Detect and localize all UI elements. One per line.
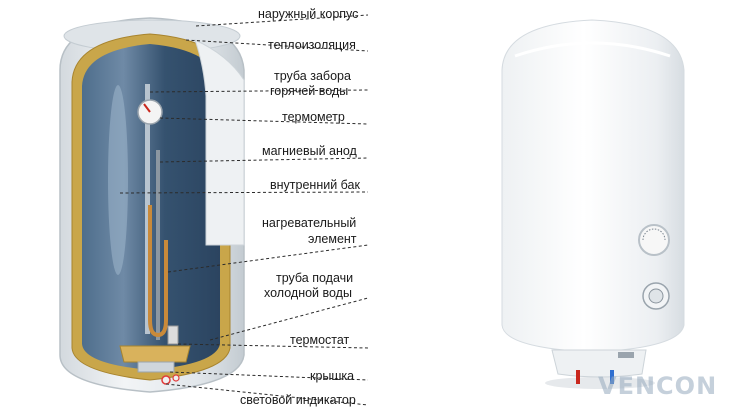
label-thermometer: термометр: [282, 110, 345, 125]
label-cold-pipe-line1: труба подачи: [276, 271, 353, 286]
watermark-logo: VENCON: [598, 372, 717, 400]
label-heater-line1: нагревательный: [262, 216, 356, 231]
label-heater-line2: элемент: [308, 232, 357, 247]
label-insulation: теплоизоляция: [268, 38, 356, 53]
cutaway-heater: [60, 18, 244, 392]
label-cover: крышка: [310, 369, 354, 384]
water-highlight: [108, 85, 128, 275]
label-hot-pipe-line2: горячей воды: [270, 84, 348, 99]
indicator-light: [162, 376, 170, 384]
label-inner-tank: внутренний бак: [270, 178, 360, 193]
label-cold-pipe-line2: холодной воды: [264, 286, 352, 301]
exterior-connector: [618, 352, 634, 358]
exterior-knob-center: [649, 289, 663, 303]
label-thermostat: термостат: [290, 333, 349, 348]
magnesium-anode: [156, 150, 160, 340]
bottom-cover: [138, 362, 174, 372]
exterior-pipe-left: [576, 370, 580, 384]
label-indicator: световой индикатор: [240, 393, 356, 408]
exterior-heater: [502, 20, 684, 389]
label-hot-pipe-line1: труба забора: [274, 69, 351, 84]
label-outer-casing: наружный корпус: [258, 7, 358, 22]
tank-bottom-flange: [120, 346, 190, 362]
indicator-light-2: [173, 375, 179, 381]
label-anode: магниевый анод: [262, 144, 357, 159]
thermostat-body: [168, 326, 178, 344]
